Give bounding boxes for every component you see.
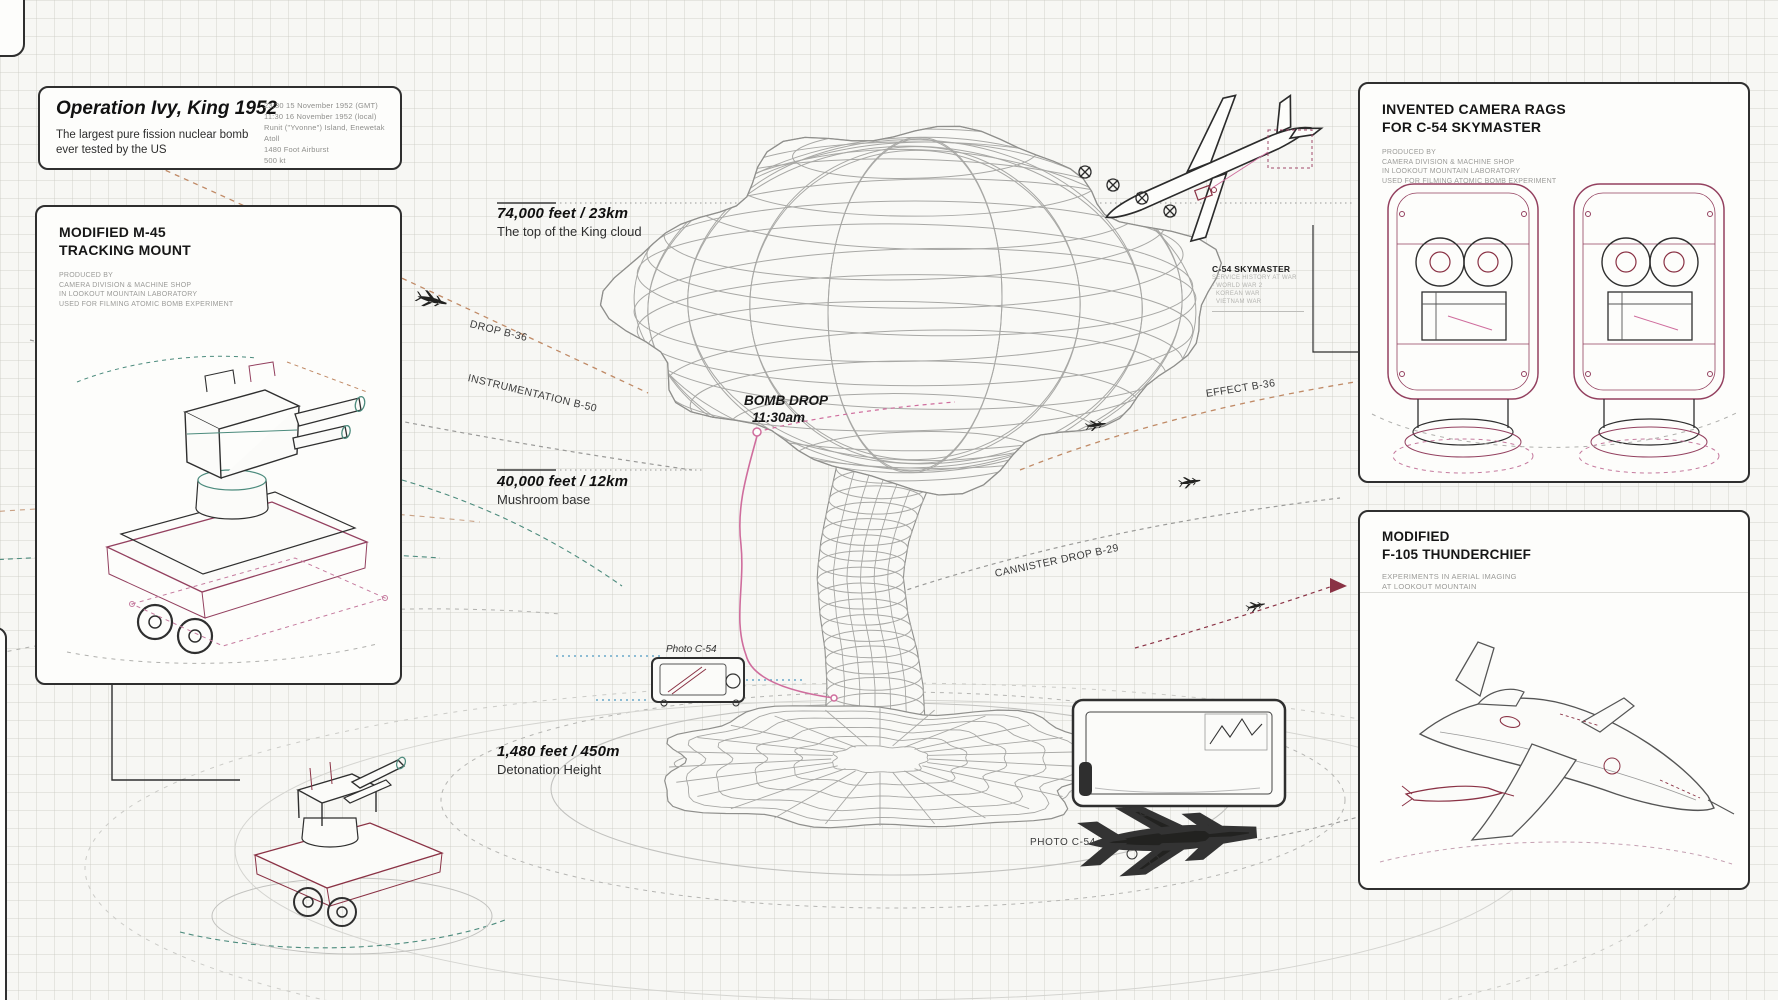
produced-line: PRODUCED BY [1382, 149, 1437, 156]
effect-b36-path [1019, 371, 1421, 471]
skymaster-line: SERVICE HISTORY AT WAR [1212, 275, 1297, 281]
right-plane-icon [1177, 474, 1202, 490]
skymaster-line: KOREAN WAR [1216, 291, 1260, 297]
skymaster-label-block: C-54 SKYMASTER SERVICE HISTORY AT WAR - … [1212, 264, 1342, 312]
page-title: Operation Ivy, King 1952 [56, 98, 278, 119]
skymaster-rule [1212, 311, 1304, 312]
m45-mount-drawing [66, 355, 388, 664]
subtitle-line: EXPERIMENTS IN AERIAL IMAGING [1382, 572, 1517, 581]
f105-subtitle: EXPERIMENTS IN AERIAL IMAGING AT LOOKOUT… [1382, 572, 1732, 592]
skymaster-leader-line [1312, 225, 1358, 353]
teal-bottom-arc [179, 919, 506, 949]
photo-c54-caps-label: PHOTO C-54 [1030, 837, 1096, 848]
cannister-b29-path [861, 497, 1341, 606]
detonation-label: Detonation Height [497, 762, 602, 777]
cloud-top-value: 74,000 feet / 23km [497, 205, 629, 222]
m45-field-mount-drawing [211, 756, 493, 955]
photo-c54-label: Photo C-54 [666, 644, 717, 655]
detail-line: 500 kt [264, 156, 286, 165]
detonation-value: 1,480 feet / 450m [497, 743, 620, 760]
bomb-drop-line2: 11:30am [752, 410, 806, 425]
bomb-drop-point [752, 427, 762, 437]
f105-link-path [1134, 586, 1331, 649]
camera-rags-title: INVENTED CAMERA RAGS FOR C-54 SKYMASTER [1382, 101, 1566, 135]
m45-card: MODIFIED M-45 TRACKING MOUNT PRODUCED BY… [35, 205, 402, 685]
f105-jet-drawing [1379, 641, 1735, 865]
c54-skymaster-drawing [1078, 94, 1324, 243]
detail-line: 23:30 15 November 1952 (GMT) [264, 101, 378, 110]
c54-camera-detail [1193, 129, 1313, 201]
f105-header-divider [1360, 592, 1748, 593]
skymaster-line: - WORLD WAR 2 [1212, 283, 1263, 289]
m45-card-title: MODIFIED M-45 TRACKING MOUNT [59, 224, 191, 258]
title-card: Operation Ivy, King 1952 The largest pur… [38, 86, 402, 170]
teal-mid-path [401, 479, 623, 587]
produced-line: USED FOR FILMING ATOMIC BOMB EXPERIMENT [1382, 177, 1557, 185]
camera-rig-drawings [1371, 183, 1741, 474]
orange-left-path [0, 504, 481, 523]
detail-line: Runit ("Yvonne") Island, Enewetak Atoll [264, 123, 385, 143]
drop-b36-path [119, 149, 649, 394]
bomb-trajectory [738, 435, 835, 699]
detonation-point [830, 694, 838, 702]
detail-line: 1480 Foot Airburst [264, 145, 329, 154]
effect-plane-icon [1084, 418, 1107, 432]
f105-link-plane-icon [1244, 599, 1267, 614]
f105-title: MODIFIED F-105 THUNDERCHIEF [1382, 529, 1532, 562]
m45-leader-line [111, 685, 240, 781]
mushroom-cloud-svg [599, 125, 1222, 829]
bomb-drop-annotation: BOMB DROP 11:30am [744, 392, 828, 426]
camera-rags-card: INVENTED CAMERA RAGS FOR C-54 SKYMASTER … [1358, 82, 1750, 483]
detail-line: 11:30 16 November 1952 (local) [264, 112, 377, 121]
offscreen-card-left [0, 627, 7, 1000]
produced-line: CAMERA DIVISION & MACHINE SHOP [1382, 158, 1515, 166]
offscreen-card-topleft [0, 0, 25, 57]
mushroom-base-label: Mushroom base [497, 492, 591, 507]
produced-line: IN LOOKOUT MOUNTAIN LABORATORY [59, 291, 198, 298]
skymaster-title: C-54 SKYMASTER [1212, 264, 1291, 274]
produced-line: PRODUCED BY [59, 272, 114, 279]
ground-ellipse-dashed [440, 691, 1346, 909]
b29-photo-plane-drawing [1086, 801, 1255, 875]
produced-line: CAMERA DIVISION & MACHINE SHOP [59, 281, 192, 289]
skymaster-line: VIETNAM WAR [1216, 299, 1262, 305]
red-arrow-icon [1330, 578, 1347, 593]
page-subtitle: The largest pure fission nuclear bomb ev… [56, 129, 249, 156]
produced-line: USED FOR FILMING ATOMIC BOMB EXPERIMENT [59, 300, 234, 308]
mushroom-base-annotation: 40,000 feet / 12km Mushroom base [497, 473, 628, 507]
test-details: 23:30 15 November 1952 (GMT) 11:30 16 No… [264, 100, 400, 166]
b36-plane-icon [413, 288, 449, 312]
field-camera-drawing [651, 657, 745, 707]
detonation-annotation: 1,480 feet / 450m Detonation Height [497, 743, 620, 777]
produced-line: IN LOOKOUT MOUNTAIN LABORATORY [1382, 168, 1521, 175]
b29-link-path [1257, 815, 1363, 841]
mushroom-base-value: 40,000 feet / 12km [497, 473, 629, 490]
cloud-top-annotation: 74,000 feet / 23km The top of the King c… [497, 205, 642, 239]
bomb-drop-line1: BOMB DROP [744, 393, 828, 408]
m45-produced-by: PRODUCED BY CAMERA DIVISION & MACHINE SH… [59, 271, 384, 309]
subtitle-line: AT LOOKOUT MOUNTAIN [1382, 582, 1477, 591]
f105-card: MODIFIED F-105 THUNDERCHIEF EXPERIMENTS … [1358, 510, 1750, 890]
cloud-top-label: The top of the King cloud [497, 224, 642, 239]
display-console-drawing [1071, 698, 1287, 808]
camera-rags-produced-by: PRODUCED BY CAMERA DIVISION & MACHINE SH… [1382, 148, 1732, 186]
